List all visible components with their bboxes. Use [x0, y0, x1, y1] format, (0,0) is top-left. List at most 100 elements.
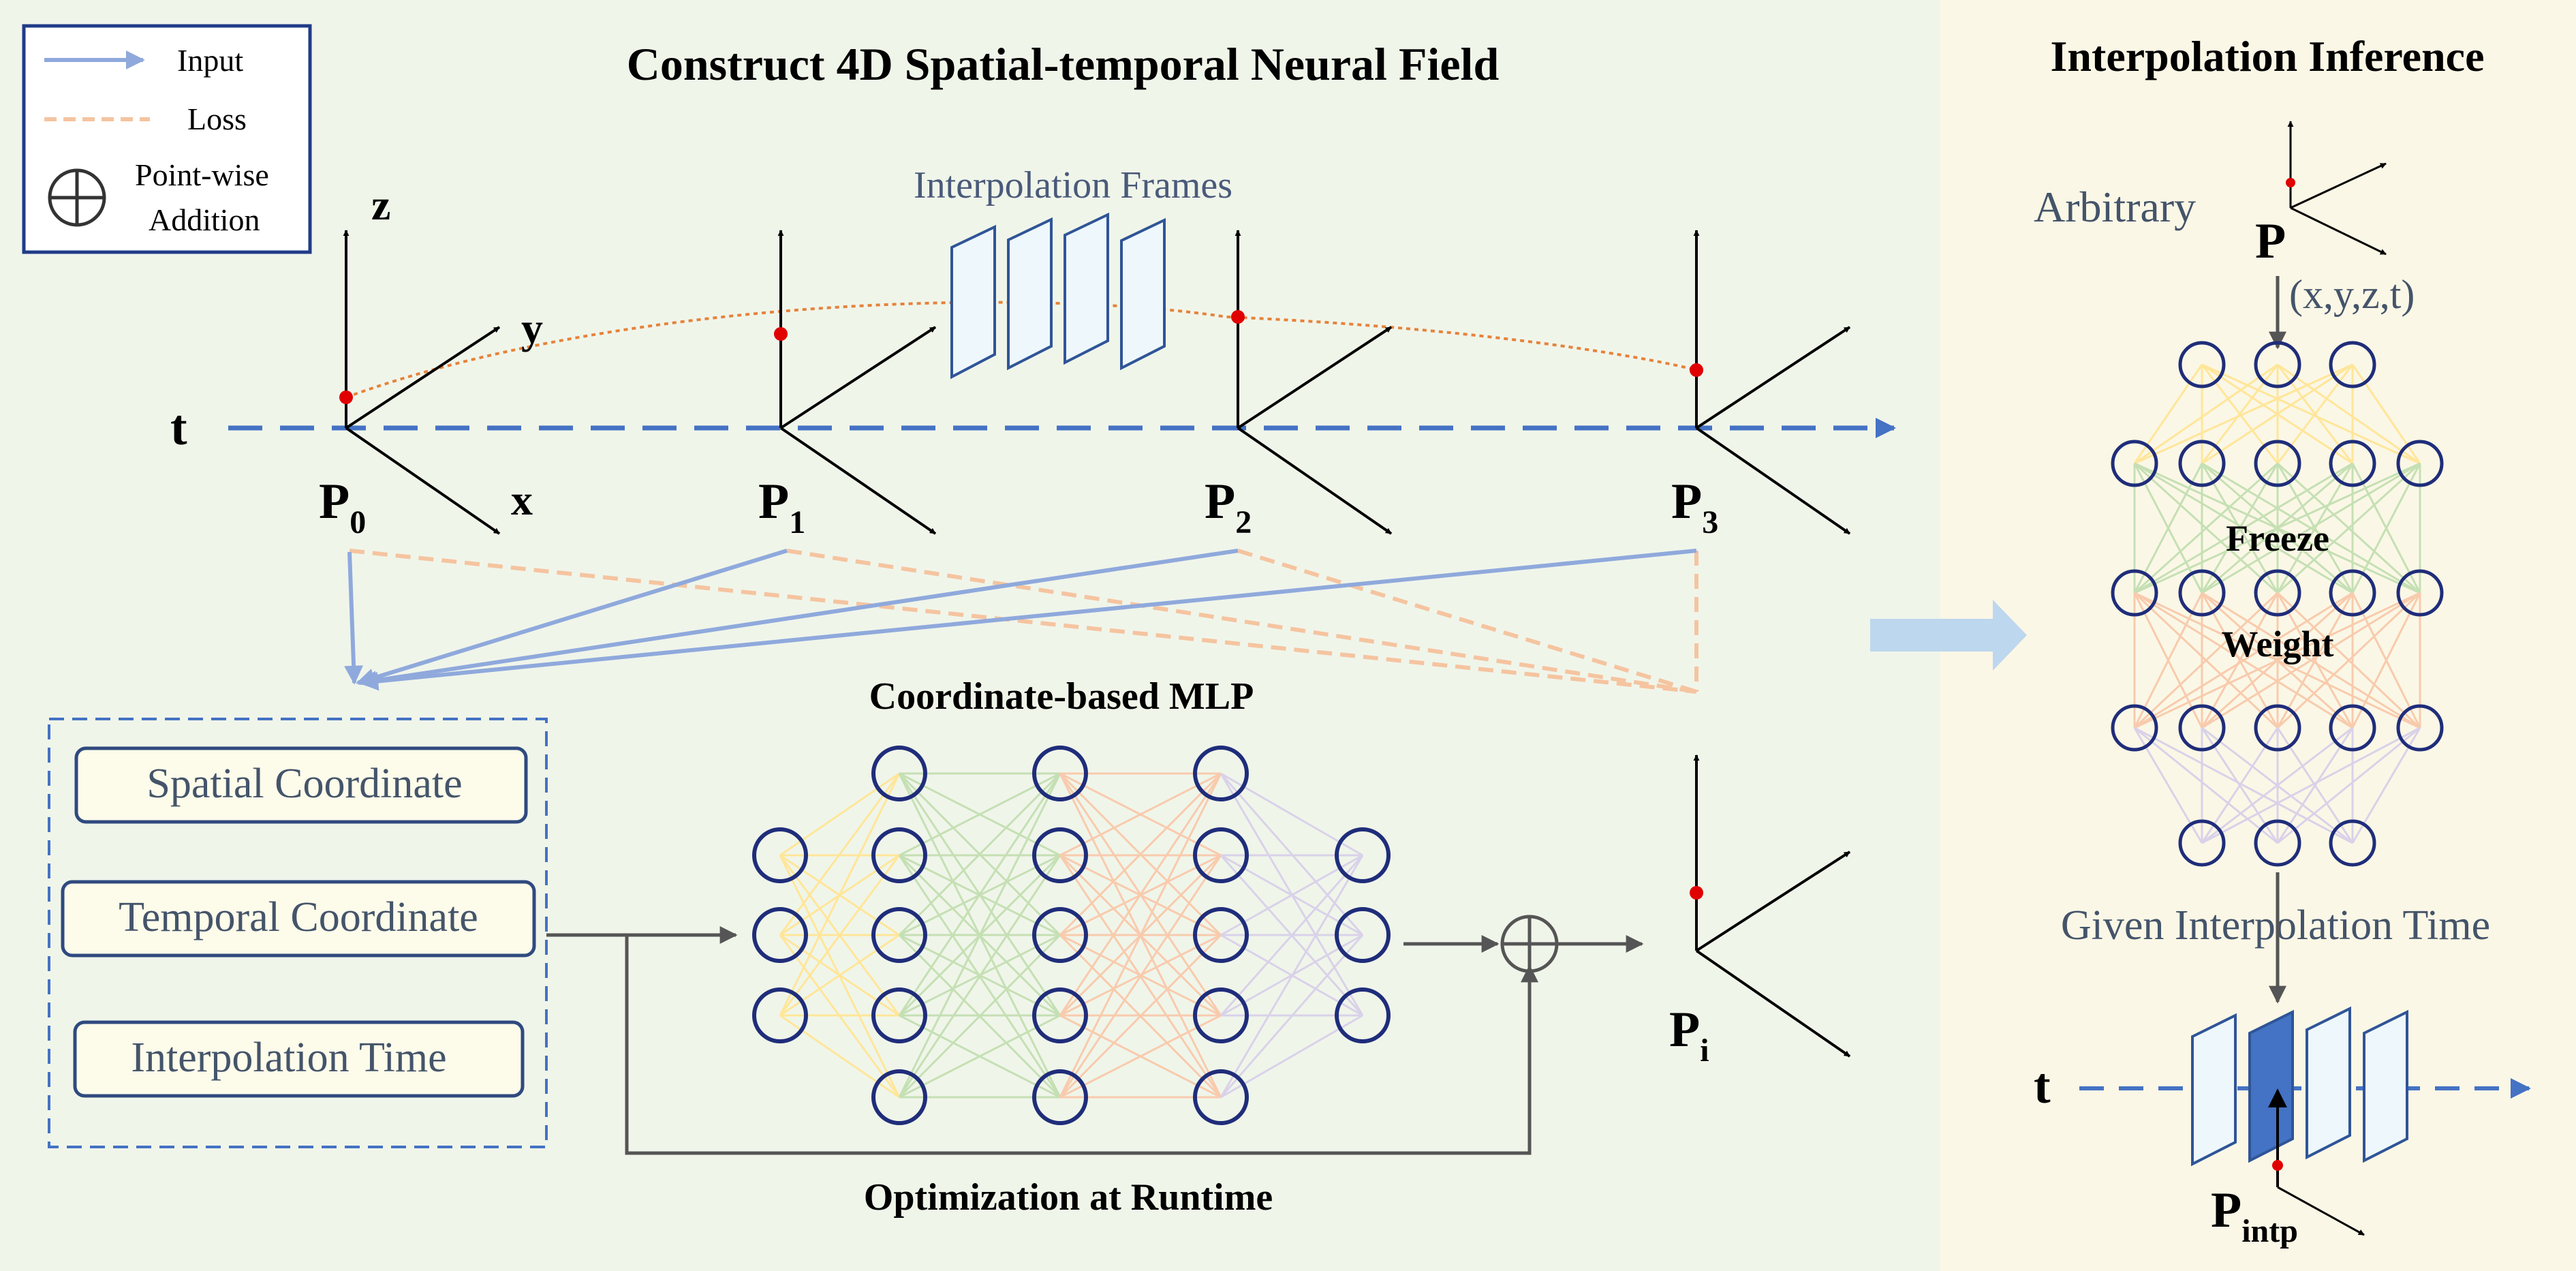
network-edge: [1059, 934, 1222, 1099]
neuron: [1335, 827, 1391, 883]
point-marker: [1690, 886, 1703, 900]
network-edge: [2134, 462, 2353, 594]
neuron: [871, 987, 927, 1043]
neuron: [2178, 704, 2226, 752]
spatial-coordinate-label: Spatial Coordinate: [146, 761, 462, 807]
network-edge: [2201, 462, 2421, 594]
neuron: [2178, 569, 2226, 617]
network-edge: [2201, 463, 2279, 594]
network-edge: [779, 855, 901, 1016]
network-edge: [2201, 726, 2421, 844]
network-edge: [2133, 364, 2203, 464]
network-edge: [1059, 773, 1222, 1016]
coordinate-frame-p0: [339, 230, 501, 535]
legend-addition-label-2: Addition: [149, 202, 260, 237]
network-edge: [2276, 592, 2421, 729]
neuron: [2178, 819, 2226, 867]
legend: Input Loss Point-wise Addition: [22, 24, 312, 254]
pointwise-addition-icon: [48, 168, 106, 227]
neuron: [2254, 819, 2301, 867]
neuron: [1032, 746, 1088, 801]
temporal-coordinate-box: [61, 880, 536, 958]
network-edge: [898, 934, 1061, 1099]
coordinate-label: (x,y,z,t): [2289, 272, 2415, 317]
point-marker: [339, 391, 353, 404]
skip-connection-line: [625, 935, 1538, 1155]
network-edge: [1220, 855, 1364, 1098]
neuron: [2329, 569, 2376, 617]
neuron: [1032, 987, 1088, 1043]
selected-frame: [2248, 1009, 2294, 1163]
given-time-label: Given Interpolation Time: [2061, 902, 2490, 949]
neuron: [871, 907, 927, 963]
interpolation-frames-label: Interpolation Frames: [914, 164, 1232, 206]
network-edge: [1220, 855, 1364, 1016]
side-title: Interpolation Inference: [2051, 32, 2485, 80]
neuron: [1193, 827, 1249, 883]
neuron: [2329, 341, 2376, 388]
side-axis-t-label: t: [2034, 1058, 2051, 1114]
input-group-box: [48, 718, 548, 1148]
neuron: [1335, 987, 1391, 1043]
network-edge: [2134, 363, 2278, 465]
neuron: [752, 907, 808, 963]
network-edge: [2201, 592, 2279, 729]
freeze-label: Freeze: [2226, 518, 2329, 559]
network-edge: [1220, 934, 1364, 1098]
trajectory-curve: [345, 301, 1697, 399]
intp-point-frame: [2268, 1088, 2365, 1236]
neuron: [752, 827, 808, 883]
frozen-mlp-network: [2111, 341, 2444, 867]
network-edge: [2133, 592, 2279, 729]
point-label-p1: P1: [758, 474, 805, 540]
network-edge: [2201, 363, 2421, 465]
neuron: [2396, 704, 2444, 752]
neuron: [2178, 341, 2226, 388]
network-edge: [2276, 592, 2354, 729]
arbitrary-point-frame: [2286, 121, 2387, 256]
axis-z-label: z: [371, 181, 390, 229]
network-edge: [2134, 592, 2353, 729]
neuron: [2111, 440, 2158, 487]
neuron: [871, 1069, 927, 1125]
point-marker: [774, 327, 788, 341]
network-edge: [2134, 592, 2421, 729]
coordinate-frame-p2: [1231, 230, 1393, 535]
network-edge: [2351, 364, 2421, 464]
network-edge: [2133, 592, 2203, 729]
coordinate-frame-pi: [1690, 754, 1851, 1058]
network-edge: [2201, 592, 2421, 729]
network-edge: [1059, 855, 1222, 1098]
network-edge: [779, 773, 901, 936]
arbitrary-point-label: P: [2255, 213, 2286, 269]
main-title: Construct 4D Spatial-temporal Neural Fie…: [627, 38, 1500, 90]
legend-input-label: Input: [177, 43, 243, 78]
network-edge: [2134, 726, 2353, 844]
network-edge: [779, 773, 901, 1016]
network-edge: [2201, 726, 2353, 844]
network-edge: [2134, 462, 2421, 594]
neuron: [1032, 827, 1088, 883]
interpolation-time-box: [73, 1020, 525, 1098]
interpolation-frames: [950, 212, 1166, 380]
network-edge: [2351, 592, 2421, 729]
transition-arrow-icon: [1870, 600, 2027, 671]
coordinate-frame-p1: [774, 230, 937, 535]
network-edge: [1059, 772, 1222, 936]
network-edge: [2133, 462, 2279, 594]
neuron: [2329, 819, 2376, 867]
spatial-coordinate-box: [74, 746, 528, 824]
input-arrows: [344, 549, 1697, 691]
neuron: [1193, 987, 1249, 1043]
neuron: [1193, 907, 1249, 963]
neuron: [1335, 907, 1391, 963]
arbitrary-label: Arbitrary: [2034, 183, 2196, 231]
neuron: [2111, 569, 2158, 617]
neuron: [2111, 704, 2158, 752]
point-label-p2: P2: [1205, 474, 1252, 540]
neuron: [752, 987, 808, 1043]
legend-loss-label: Loss: [187, 102, 247, 136]
network-edge: [2133, 463, 2203, 594]
neuron: [871, 827, 927, 883]
